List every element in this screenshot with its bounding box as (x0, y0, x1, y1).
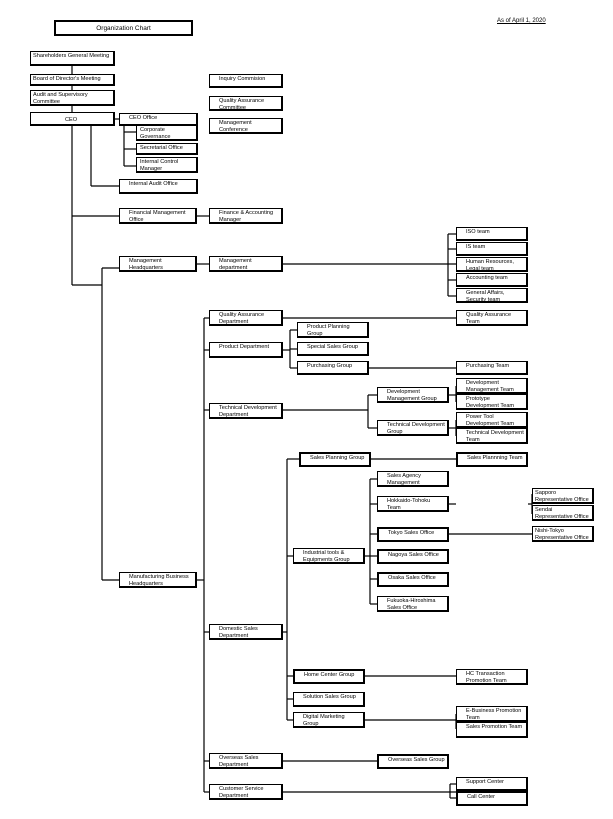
node-dev-mgmt-group: Development Management Group (377, 387, 449, 403)
node-sales-promotion: Sales Promotion Team (456, 722, 528, 738)
node-ebusiness: E-Business Promotion Team (456, 706, 528, 722)
node-hr-legal: Human Resources, Legal team (456, 257, 528, 272)
node-sales-agency: Sales Agency Management (377, 471, 449, 487)
node-fukuoka: Fukuoka-Hiroshima Sales Office (377, 596, 449, 612)
node-tech-dev-group: Technical Development Group (377, 420, 449, 436)
node-qa-team: Quality Assurance Team (456, 310, 528, 326)
node-shareholders: Shareholders General Meeting (30, 51, 115, 66)
node-digital-marketing: Digital Marketing Group (293, 712, 365, 728)
node-product-planning: Product Planning Group (297, 322, 369, 338)
node-sales-planning-group: Sales Planning Group (299, 452, 371, 467)
node-support-center: Support Center (456, 777, 528, 791)
node-domestic-sales: Domestic Sales Department (209, 624, 283, 640)
node-mgmt-dept: Management department (209, 256, 283, 272)
node-purchasing-team: Purchasing Team (456, 361, 528, 375)
node-fin-mgmt: Financial Management Office (119, 208, 197, 224)
node-internal-audit: Internal Audit Office (119, 179, 198, 194)
node-sales-planning-team: Sales Plannning Team (456, 452, 528, 467)
node-internal-control: Internal Control Manager (136, 157, 198, 173)
node-sendai: Sendai Representative Office (532, 505, 594, 521)
node-solution-sales: Solution Sales Group (293, 692, 365, 707)
as-of-date: As of April 1, 2020 (497, 18, 546, 24)
node-hc-team: HC Transaction Promotion Team (456, 669, 528, 685)
node-power-tool-team: Power Tool Development Team (456, 412, 528, 428)
node-iso: ISO team (456, 227, 528, 241)
node-nagoya: Nagoya Sales Office (377, 549, 449, 564)
node-audit-committee: Audit and Supervisory Committee (30, 90, 115, 106)
node-tech-dev-team: Technical Development Team (456, 428, 528, 444)
node-osaka: Osaka Sales Office (377, 572, 449, 587)
node-call-center: Call Center (456, 791, 528, 806)
node-tech-dev-dept: Technical Development Department (209, 403, 283, 419)
node-tokyo: Tokyo Sales Office (377, 527, 449, 542)
node-fin-acct: Finance & Accounting Manager (209, 208, 283, 224)
node-hokkaido: Hokkaido-Tohoku Team (377, 496, 449, 512)
node-overseas-dept: Overseas Sales Department (209, 753, 283, 769)
node-dev-mgmt-team: Development Management Team (456, 378, 528, 394)
node-industrial-group: Industrial tools & Equipments Group (293, 548, 365, 564)
node-sapporo: Sapporo Representative Office (532, 488, 594, 504)
node-inquiry: Inquiry Commision (209, 74, 283, 88)
node-overseas-group: Overseas Sales Group (377, 754, 449, 769)
node-mgmt-hq: Management Headquarters (119, 256, 197, 272)
node-mfg-hq: Manufacturing Business Headquarters (119, 572, 197, 588)
node-accounting: Accounting team (456, 273, 528, 287)
node-board: Board of Director's Meeting (30, 74, 115, 86)
node-qa-committee: Quality Assurance Committee (209, 96, 283, 111)
node-customer-service: Customer Service Department (209, 784, 283, 800)
node-home-center: Home Center Group (293, 669, 365, 684)
node-prototype-team: Prototype Development Team (456, 394, 528, 410)
node-ceo: CEO (30, 112, 115, 126)
node-mgmt-conference: Management Conference (209, 118, 283, 134)
chart-title: Organization Chart (54, 20, 193, 36)
node-special-sales: Special Sales Group (297, 342, 369, 356)
node-qa-dept: Quality Assurance Department (209, 310, 283, 326)
node-secretarial: Secretarial Office (136, 143, 198, 155)
node-purchasing-group: Purchasing Group (297, 361, 369, 375)
node-product-dept: Product Department (209, 342, 283, 358)
node-general-affairs: General Affairs, Security team (456, 288, 528, 303)
node-nishi-tokyo: Nishi-Tokyo Representative Office (532, 526, 594, 542)
node-corp-gov: Corporate Governance Promotion Manager (136, 125, 198, 141)
node-is-team: IS team (456, 242, 528, 256)
